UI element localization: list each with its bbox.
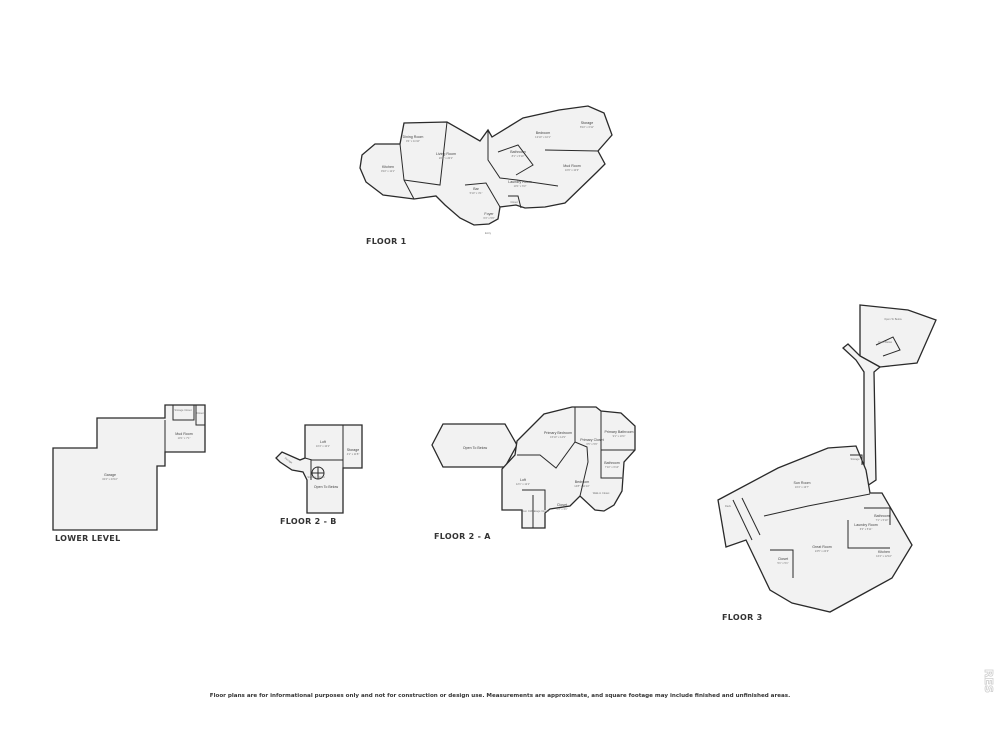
svg-text:8'1" x 5'10": 8'1" x 5'10" xyxy=(512,154,525,158)
svg-text:24'5" x 24'3": 24'5" x 24'3" xyxy=(815,549,829,553)
svg-text:7'1" x 5'10": 7'1" x 5'10" xyxy=(876,518,889,522)
room-deck: Deck xyxy=(725,504,732,508)
svg-text:20'5" x 20'1": 20'5" x 20'1" xyxy=(439,156,453,160)
room-entry: Entry xyxy=(485,231,492,235)
room-bathroom-2a: Bathroom xyxy=(604,461,620,465)
room-dining-room: Dining Room xyxy=(403,135,424,139)
room-storage-3: Storage xyxy=(850,457,860,461)
room-lower-mud-room: Mud Room xyxy=(175,432,193,436)
floor-1-outline xyxy=(359,105,613,226)
svg-text:5'1" x 5'1": 5'1" x 5'1" xyxy=(777,561,788,565)
svg-text:10'1" x 6'3": 10'1" x 6'3" xyxy=(514,184,527,188)
room-bar: Bar xyxy=(473,187,479,191)
room-laundry-room-3: Laundry Room xyxy=(854,523,878,527)
lower-level-outline xyxy=(52,404,206,531)
room-bathroom: Bathroom xyxy=(510,150,526,154)
floor-1-title: FLOOR 1 xyxy=(366,237,407,246)
room-storage-2b: Storage xyxy=(347,448,360,452)
room-bedroom-2a: Bedroom xyxy=(575,480,590,484)
room-kitchen-3: Kitchen xyxy=(878,550,890,554)
room-loft-2b: Loft xyxy=(320,440,326,444)
svg-text:9'10" x 11'1": 9'10" x 11'1" xyxy=(381,169,395,173)
room-primary-bedroom: Primary Bedroom xyxy=(544,431,572,435)
room-bedroom: Bedroom xyxy=(536,131,551,135)
svg-text:5'3" x 3'1": 5'3" x 3'1" xyxy=(556,507,567,511)
room-primary-bathroom: Primary Bathroom xyxy=(605,430,634,434)
svg-text:4'1" x 11'8": 4'1" x 11'8" xyxy=(347,452,360,456)
room-kitchen: Kitchen xyxy=(382,165,394,169)
svg-text:9'4" x 11'10": 9'4" x 11'10" xyxy=(406,139,420,143)
disclaimer-text: Floor plans are for informational purpos… xyxy=(209,693,791,699)
svg-text:15'10" x 14'9": 15'10" x 14'9" xyxy=(550,435,566,439)
room-storage: Storage xyxy=(581,121,594,125)
room-storage-closet-2b: Storage Closet xyxy=(307,475,324,479)
room-mud-room: Mud Room xyxy=(563,164,581,168)
room-living-room: Living Room xyxy=(436,152,456,156)
svg-text:5'10" x 3'1": 5'10" x 3'1" xyxy=(470,191,483,195)
lower-level-plan: Garage 32'4" x 23'10" Mud Room 10'1" x 7… xyxy=(52,404,206,543)
room-closet-3: Closet xyxy=(778,557,788,561)
room-open-below-3: Open Below xyxy=(878,340,892,344)
floor-3-tower xyxy=(859,304,937,368)
svg-text:14'8" x 11'10": 14'8" x 11'10" xyxy=(574,484,590,488)
room-sun-room: Sun Room xyxy=(794,481,811,485)
floor-2a-title: FLOOR 2 - A xyxy=(434,532,491,541)
svg-text:16'4" x 13'7": 16'4" x 13'7" xyxy=(795,485,809,489)
room-storage-closet: Storage Closet xyxy=(174,408,191,412)
floor-2b-outline xyxy=(275,424,363,514)
room-open-to-below-2b: Open To Below xyxy=(314,485,339,489)
svg-text:32'4" x 23'10": 32'4" x 23'10" xyxy=(102,477,118,481)
svg-text:6'3" x 5'11": 6'3" x 5'11" xyxy=(860,527,873,531)
floor-2b-title: FLOOR 2 - B xyxy=(280,517,337,526)
floor-1-plan: Dining Room 9'4" x 11'10" Living Room 20… xyxy=(359,105,613,246)
svg-text:10'1" x 7'1": 10'1" x 7'1" xyxy=(178,436,191,440)
room-storage-2b-side: Storage xyxy=(284,456,294,465)
svg-text:10'9" x 10'3": 10'9" x 10'3" xyxy=(565,168,579,172)
floor-3-title: FLOOR 3 xyxy=(722,613,763,622)
svg-text:9'1" x 10'4": 9'1" x 10'4" xyxy=(613,434,626,438)
room-foyer: Foyer xyxy=(484,212,494,216)
room-open-to-below-3: Open To Below xyxy=(884,317,902,321)
room-closet: Closet xyxy=(510,200,518,204)
room-bathroom-3: Bathroom xyxy=(874,514,890,518)
svg-text:12'1" x 12'1": 12'1" x 12'1" xyxy=(516,482,530,486)
watermark-logo: RES xyxy=(982,669,995,694)
room-lower-closet: Closet xyxy=(196,411,204,415)
watermark-text: RES xyxy=(982,669,995,693)
room-primary-closet: Primary Closet xyxy=(580,438,604,442)
room-storage-closet-2a: Storage Closet xyxy=(531,509,548,513)
lower-level-title: LOWER LEVEL xyxy=(55,534,120,543)
room-great-room: Great Room xyxy=(812,545,832,549)
svg-text:10'4" x 10'1": 10'4" x 10'1" xyxy=(316,444,330,448)
svg-text:13'10" x 10'1": 13'10" x 10'1" xyxy=(535,135,551,139)
floor-2a-outline xyxy=(501,406,636,529)
room-loft-2a: Loft xyxy=(520,478,526,482)
svg-text:8'10" x 6'11": 8'10" x 6'11" xyxy=(580,125,594,129)
room-open-to-below-2a: Open To Below xyxy=(463,446,488,450)
room-walk-in-closet: Walk-in Closet xyxy=(593,491,610,495)
room-laundry-room: Laundry Room xyxy=(508,180,532,184)
room-garage: Garage xyxy=(104,473,116,477)
svg-text:7'10" x 6'10": 7'10" x 6'10" xyxy=(605,465,619,469)
svg-text:16'4" x 12'10": 16'4" x 12'10" xyxy=(876,554,892,558)
room-linen-closet: Linen Closet xyxy=(521,509,536,513)
room-closet-2a: Closet xyxy=(557,503,567,507)
svg-text:6'5" x 5'9": 6'5" x 5'9" xyxy=(586,442,597,446)
floor-3-plan: Open To Below Open Below Sun Room 16'4" … xyxy=(717,304,937,622)
svg-text:6'3" x 5'9": 6'3" x 5'9" xyxy=(483,216,494,220)
floor-3-outline xyxy=(717,445,913,613)
floor-3-stair-link xyxy=(842,343,882,490)
floor-2a-plan: Open To Below Primary Bedroom 15'10" x 1… xyxy=(431,406,636,541)
floor-2b-plan: Loft 10'4" x 10'1" Storage 4'1" x 11'8" … xyxy=(275,424,363,526)
